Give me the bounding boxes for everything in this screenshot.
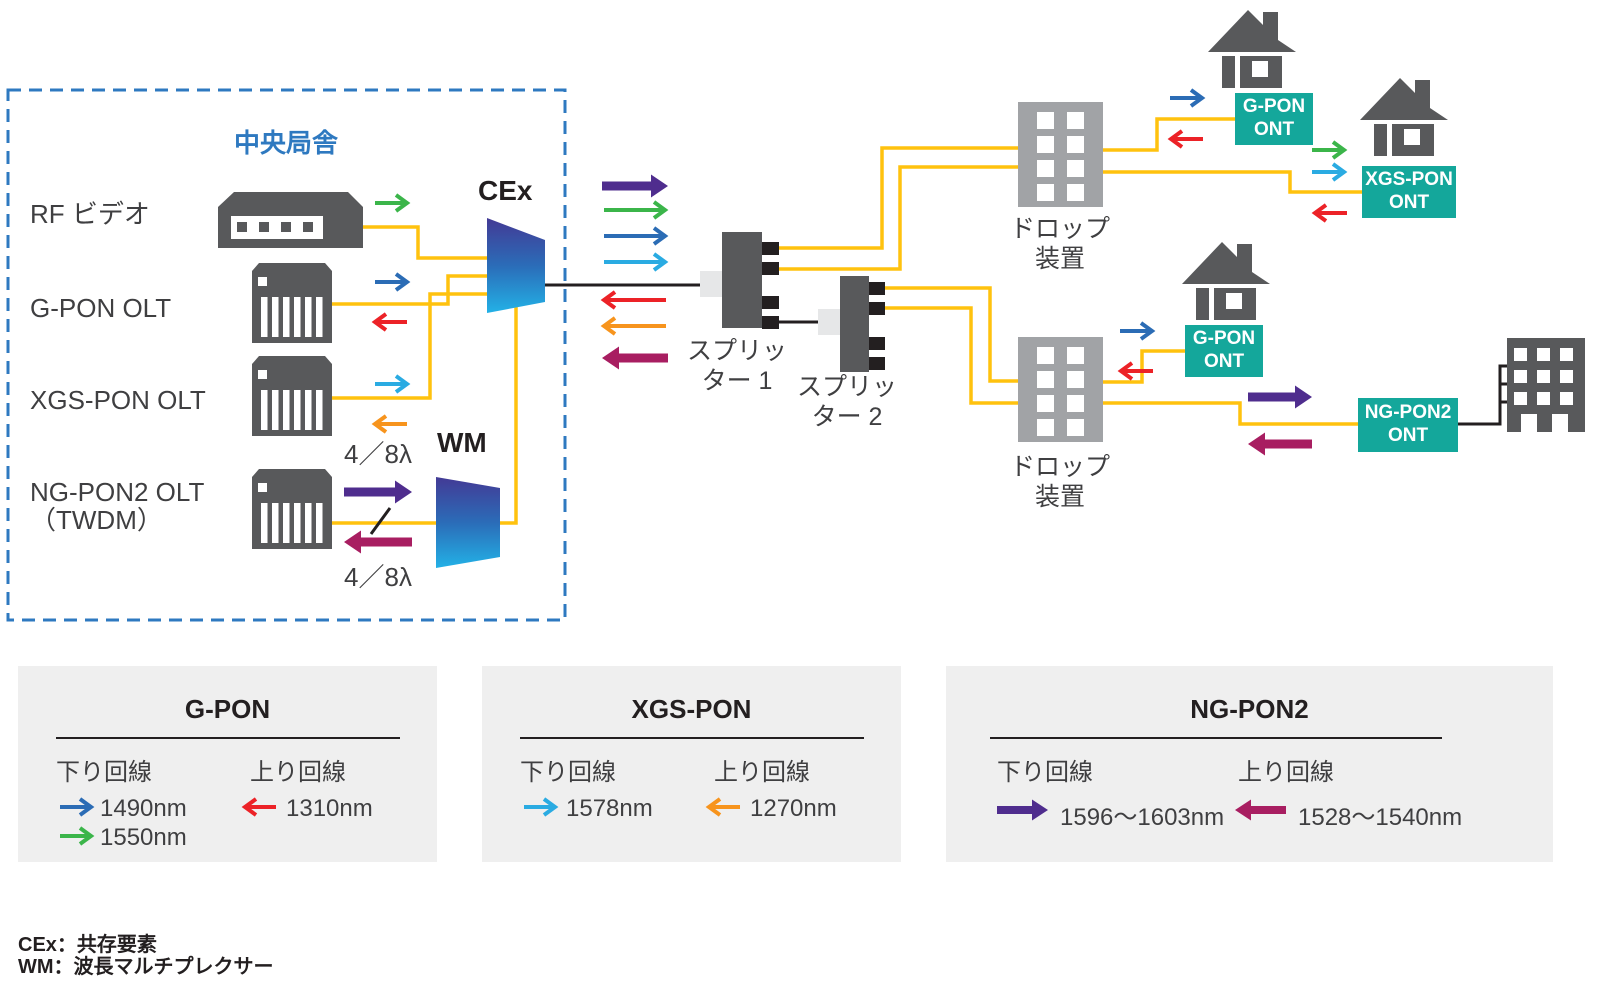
cex-label: CEx	[478, 175, 533, 206]
legend-ngpon2-up-range: 1528〜1540nm	[1298, 804, 1463, 831]
arrow-1578-down-icon	[1312, 162, 1348, 182]
legend-gpon-up-label: 上り回線	[250, 759, 346, 786]
legend-gpon-down-label: 下り回線	[56, 759, 152, 786]
lambda-slash-mark	[369, 507, 392, 535]
arrow-1490-down-icon	[1120, 321, 1156, 341]
drop-device-1-icon	[1018, 102, 1103, 207]
legend-xgspon-up-label: 上り回線	[714, 759, 810, 786]
splitter2-icon	[818, 276, 885, 372]
arrow-1490-down-icon	[604, 226, 669, 246]
drop-device-1-label: ドロップ 装置	[1009, 215, 1110, 273]
legend-ngpon2-up-label: 上り回線	[1238, 759, 1334, 786]
arrow-1310-up-icon	[371, 312, 407, 332]
arrow-1310-up-icon	[1117, 361, 1153, 381]
rf-video-label: RF ビデオ	[30, 199, 150, 229]
drop-device-2-label: ドロップ 装置	[1009, 453, 1110, 511]
trunk-lines	[369, 283, 1508, 535]
splitter1-label: スプリッ ター 1	[686, 337, 787, 395]
arrow-1550-down-icon	[604, 200, 669, 220]
xgspon-olt-device-icon	[252, 356, 332, 436]
xgspon-ont-box: XGS-PON ONT	[1362, 166, 1456, 218]
arrow-ngpon2-down-icon	[344, 480, 412, 504]
arrow-ngpon2-up-icon	[602, 346, 668, 370]
gpon-ont-2-box: G-PON ONT	[1185, 325, 1263, 377]
legend-ngpon2-down-range: 1596〜1603nm	[1060, 804, 1225, 831]
house-icon-1	[1208, 10, 1296, 88]
footnote-wm: WM：波長マルチプレクサー	[18, 956, 274, 978]
legend-xgspon-title: XGS-PON	[631, 694, 752, 724]
legend-panel-xgspon	[482, 666, 901, 862]
legend-panel-ngpon2	[946, 666, 1553, 862]
office-building-icon	[1507, 338, 1585, 432]
legend-ngpon2-rule	[990, 737, 1442, 739]
splitter1-icon	[700, 232, 779, 329]
legend-ngpon2-down-label: 下り回線	[997, 759, 1093, 786]
gpon-olt-device-icon	[252, 263, 332, 343]
splitter2-label: スプリッ ター 2	[796, 373, 897, 431]
legend-gpon-down-1490: 1490nm	[100, 795, 187, 822]
central-office-title: 中央局舎	[233, 128, 338, 158]
arrow-ngpon2-down-icon	[1248, 385, 1312, 409]
arrow-ngpon2-down-icon	[602, 174, 668, 198]
legend-xgspon-rule	[520, 737, 864, 739]
legend-gpon-rule	[56, 737, 400, 739]
gpon-ont-1-box: G-PON ONT	[1235, 93, 1313, 145]
arrow-1578-down-icon	[375, 374, 411, 394]
arrow-1578-down-icon	[604, 252, 669, 272]
house-icon-3	[1182, 242, 1270, 320]
legend-ngpon2-title: NG-PON2	[1190, 694, 1309, 724]
lambda-bottom-label: 4／8λ	[344, 562, 412, 592]
cex-coexistence-element	[487, 218, 545, 313]
trunk-wavelength-arrows	[600, 174, 669, 370]
wm-wavelength-multiplexer	[436, 477, 500, 568]
ngpon2-olt-label: NG-PON2 OLT	[30, 477, 205, 507]
rf-video-device-icon	[218, 192, 363, 248]
arrow-1550-down-icon	[375, 193, 411, 213]
arrow-1550-down-icon	[1312, 140, 1348, 160]
ngpon2-olt-device-icon	[252, 469, 332, 549]
xgspon-olt-label: XGS-PON OLT	[30, 385, 206, 415]
arrow-ngpon2-up-icon	[344, 530, 412, 554]
ngpon2-ont-box: NG-PON2 ONT	[1358, 398, 1458, 452]
footnote-cex: CEx：共存要素	[18, 934, 157, 956]
drop-device-2-icon	[1018, 337, 1103, 442]
lambda-top-label: 4／8λ	[344, 439, 412, 469]
arrow-1310-up-icon	[1311, 203, 1347, 223]
legend-gpon-up-1310: 1310nm	[286, 795, 373, 822]
arrow-1490-down-icon	[1170, 88, 1206, 108]
ngpon2-olt-sublabel: （TWDM）	[30, 505, 163, 535]
arrow-1270-up-icon	[600, 316, 666, 336]
house-icon-2	[1360, 78, 1448, 156]
arrow-1310-up-icon	[1167, 129, 1203, 149]
arrow-ngpon2-up-icon	[1248, 432, 1312, 456]
legend-gpon-title: G-PON	[184, 694, 271, 724]
legend-xgspon-down-1578: 1578nm	[566, 795, 653, 822]
legend-gpon-down-1550: 1550nm	[100, 824, 187, 851]
co-wavelength-arrows	[344, 193, 412, 554]
legend-xgspon-down-label: 下り回線	[520, 759, 616, 786]
arrow-1270-up-icon	[371, 414, 407, 434]
gpon-olt-label: G-PON OLT	[30, 293, 172, 323]
central-office-dashed-box	[6, 88, 567, 622]
wm-label: WM	[437, 427, 487, 458]
arrow-1310-up-icon	[600, 290, 666, 310]
arrow-1490-down-icon	[375, 272, 411, 292]
legend-xgspon-up-1270: 1270nm	[750, 795, 837, 822]
